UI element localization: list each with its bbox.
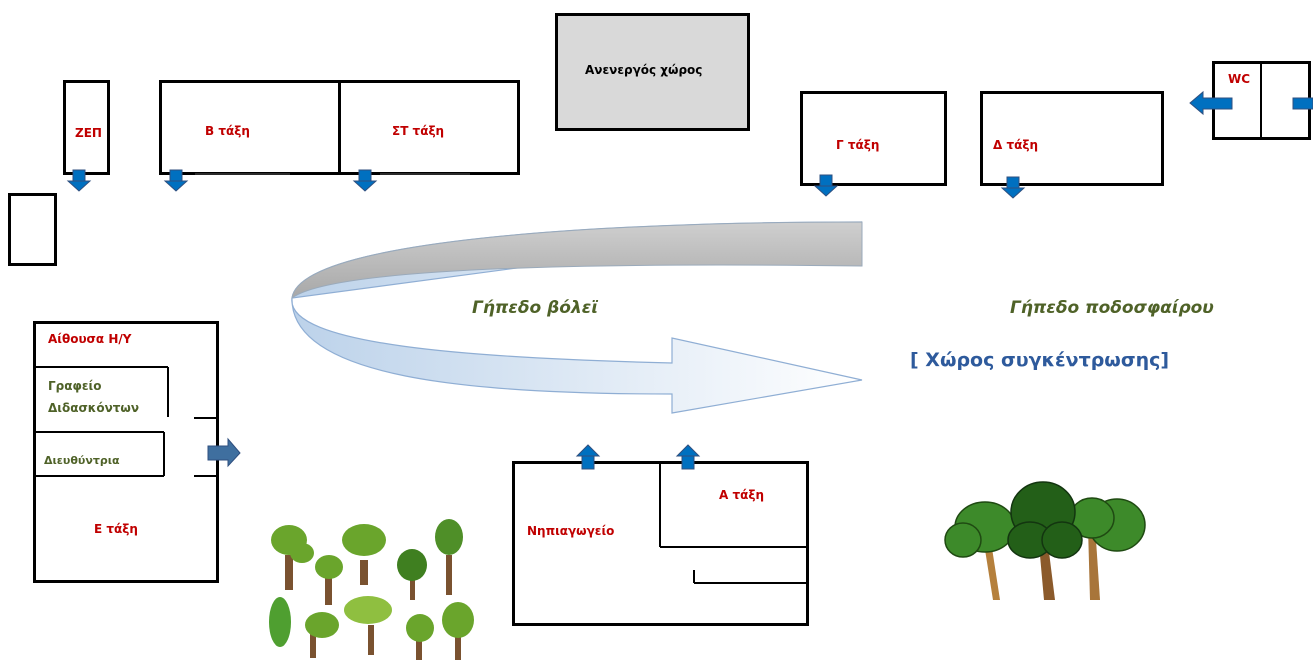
- label-kindergarten: Νηπιαγωγείο: [527, 524, 615, 538]
- label-assembly-point: [ Χώρος συγκέντρωσης]: [910, 349, 1170, 371]
- label-a-class: Α τάξη: [719, 488, 764, 502]
- label-principal: Διευθύντρια: [44, 454, 120, 467]
- label-e-class: Ε τάξη: [94, 522, 138, 536]
- trees-cluster-right: [944, 481, 1146, 600]
- room-g-class: [800, 91, 947, 186]
- label-football-field: Γήπεδο ποδοσφαίρου: [1010, 298, 1214, 318]
- building-west-wing: [33, 321, 219, 583]
- interior-walls: [36, 61, 1262, 584]
- label-g-class: Γ τάξη: [836, 138, 880, 152]
- label-zep: ΖΕΠ: [75, 126, 102, 140]
- label-unused: Ανενεργός χώρος: [585, 63, 703, 77]
- label-st-class: ΣΤ τάξη: [392, 124, 445, 138]
- room-unused: [555, 13, 750, 131]
- label-teachers-office: Γραφείο Διδασκόντων: [48, 379, 140, 415]
- label-computer-room: Αίθουσα Η/Υ: [48, 332, 132, 346]
- label-d-class: Δ τάξη: [993, 138, 1038, 152]
- room-zep: [63, 80, 110, 175]
- evacuation-route-arrow: [291, 221, 863, 414]
- label-volleyball-court: Γήπεδο βόλεϊ: [472, 298, 598, 318]
- exit-arrows: [67, 90, 1313, 470]
- room-b-class: [159, 80, 341, 175]
- room-d-class: [980, 91, 1164, 186]
- label-wc: WC: [1228, 72, 1251, 86]
- trees-cluster-left: [269, 519, 474, 660]
- label-b-class: Β τάξη: [205, 124, 250, 138]
- room-small-left: [8, 193, 57, 266]
